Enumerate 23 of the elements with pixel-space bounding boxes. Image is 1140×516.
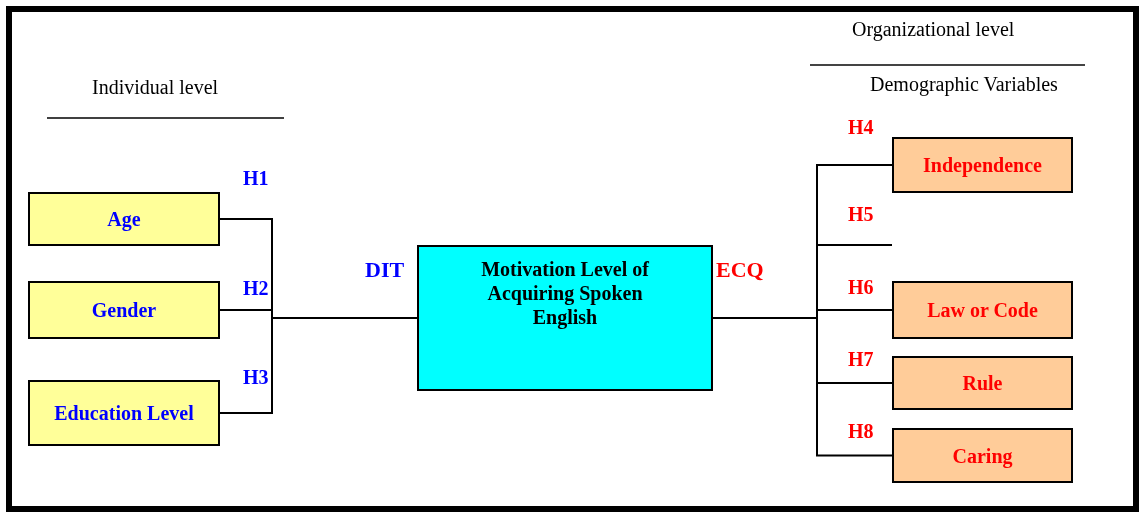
instrument-label: ECQ <box>716 257 764 283</box>
group-heading: Demographic Variables <box>870 73 1058 96</box>
variable-box: Gender <box>28 281 220 339</box>
variable-box: Rule <box>892 356 1073 410</box>
variable-box: Independence <box>892 137 1073 193</box>
level-heading: Organizational level <box>852 18 1015 41</box>
hypothesis-label: H6 <box>848 276 874 299</box>
construct-box: Motivation Level of Acquiring Spoken English <box>417 245 713 391</box>
level-heading: Individual level <box>92 76 219 99</box>
variable-box: Age <box>28 192 220 246</box>
hypothesis-label: H1 <box>243 167 269 190</box>
connector-line <box>219 317 418 414</box>
variable-box: Law or Code <box>892 281 1073 339</box>
hypothesis-label: H5 <box>848 203 874 226</box>
hypothesis-label: H4 <box>848 116 874 139</box>
hypothesis-label: H7 <box>848 348 874 371</box>
hypothesis-label: H8 <box>848 420 874 443</box>
variable-box: Caring <box>892 428 1073 483</box>
hypothesis-label: H2 <box>243 277 269 300</box>
variable-box: Education Level <box>28 380 220 446</box>
connector-line <box>712 317 893 457</box>
instrument-label: DIT <box>365 257 405 283</box>
hypothesis-label: H3 <box>243 366 269 389</box>
